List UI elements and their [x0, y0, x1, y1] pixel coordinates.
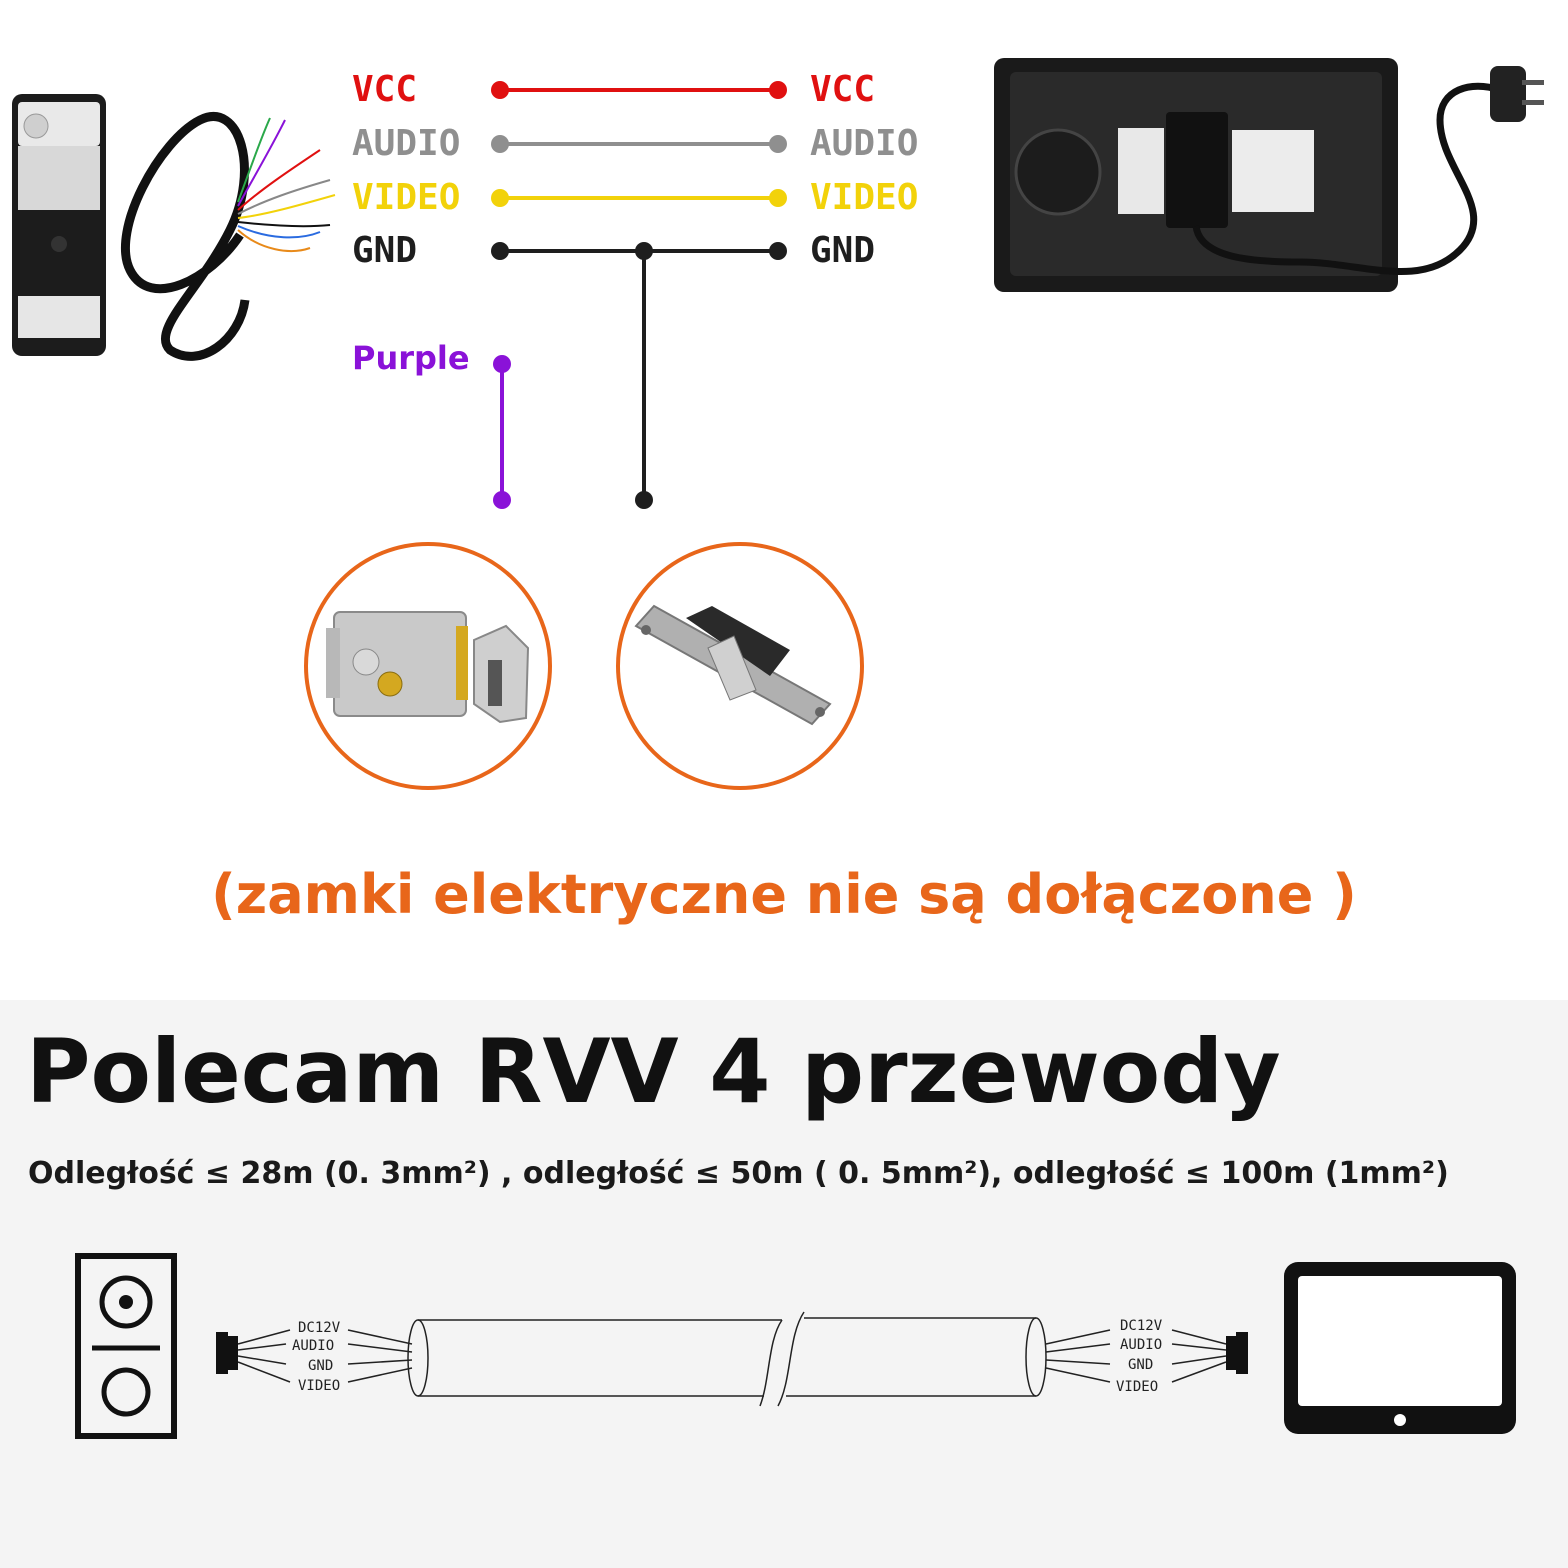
purple-label: Purple — [352, 339, 470, 377]
right-label-vcc: VCC — [810, 69, 876, 110]
left-label-video: VIDEO — [352, 177, 461, 218]
doorbell-camera-icon — [12, 94, 336, 361]
video-wire-right-dot — [769, 189, 787, 207]
audio-wire-left-dot — [491, 135, 509, 153]
audio-wire-right-dot — [769, 135, 787, 153]
headline: Polecam RVV 4 przewody — [26, 1020, 1281, 1123]
vcc-wire-left-dot — [491, 81, 509, 99]
indoor-monitor-icon — [1284, 1262, 1516, 1434]
cable-right-label-audio: AUDIO — [1120, 1337, 1163, 1353]
right-connector — [1045, 1329, 1248, 1383]
video-wire-left-dot — [491, 189, 509, 207]
right-label-gnd: GND — [810, 230, 876, 271]
gnd-wire-right-dot — [769, 242, 787, 260]
cable-right-label-dc12v: DC12V — [1120, 1318, 1163, 1334]
left-connector — [216, 1329, 413, 1383]
cable-left-label-video: VIDEO — [298, 1378, 341, 1394]
right-label-video: VIDEO — [810, 177, 919, 218]
right-label-audio: AUDIO — [810, 123, 919, 164]
distance-info: Odległość ≤ 28m (0. 3mm²) , odległość ≤ … — [28, 1156, 1449, 1191]
cable-left-label-audio: AUDIO — [292, 1338, 335, 1354]
locks-not-included-note: (zamki elektryczne nie są dołączone ) — [211, 863, 1357, 926]
wiring-svg — [12, 58, 1544, 790]
cable-right-label-video: VIDEO — [1116, 1379, 1159, 1395]
gnd-branch-end-dot — [635, 491, 653, 509]
cable-left-label-gnd: GND — [308, 1358, 334, 1374]
vcc-wire-right-dot — [769, 81, 787, 99]
left-label-gnd: GND — [352, 230, 418, 271]
rim-lock-icon — [304, 542, 552, 790]
indoor-monitor-photo — [994, 58, 1544, 292]
wire-lines — [491, 81, 787, 509]
left-label-audio: AUDIO — [352, 123, 461, 164]
left-label-vcc: VCC — [352, 69, 418, 110]
outdoor-unit-icon — [75, 1253, 177, 1439]
rvv-cable — [407, 1311, 1047, 1407]
strike-lock-icon — [616, 542, 864, 790]
purple-wire-top-dot — [493, 355, 511, 373]
purple-wire-bottom-dot — [493, 491, 511, 509]
cable-right-label-gnd: GND — [1128, 1357, 1154, 1373]
gnd-junction-dot — [635, 242, 653, 260]
cable-left-label-dc12v: DC12V — [298, 1320, 341, 1336]
gnd-wire-left-dot — [491, 242, 509, 260]
cable-diagram — [75, 1253, 1516, 1439]
